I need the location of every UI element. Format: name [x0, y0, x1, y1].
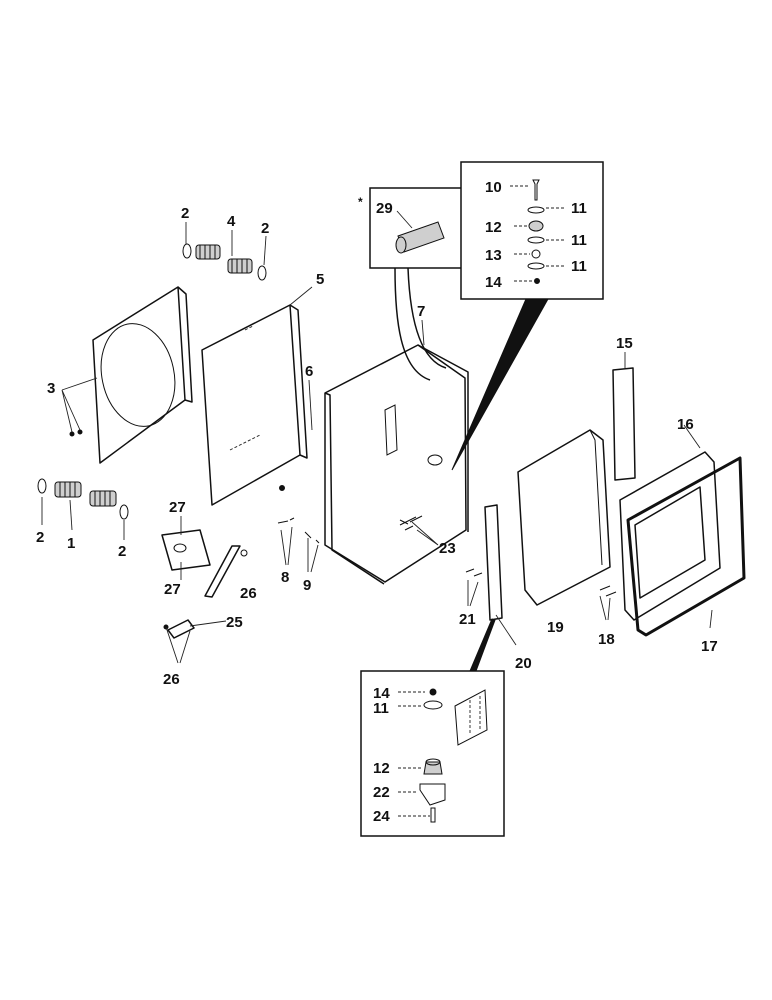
callout-6: 6 [305, 363, 313, 380]
callout-7: 7 [417, 303, 425, 320]
callout-26a: 26 [240, 585, 257, 602]
leader-6 [308, 379, 313, 431]
callout-2b: 2 [261, 220, 269, 237]
callout-11c: 11 [571, 258, 587, 275]
callout-27b: 27 [164, 581, 181, 598]
callout-5: 5 [316, 271, 324, 288]
callout-17: 17 [701, 638, 718, 655]
callout-2d: 2 [118, 543, 126, 560]
bottom-inset-labels: 14 11 12 22 24 [373, 685, 390, 825]
callout-23: 23 [439, 540, 456, 557]
callout-20: 20 [515, 655, 532, 672]
callout-15: 15 [616, 335, 633, 352]
bottom-inset [360, 618, 505, 837]
callout-14b: 14 [373, 685, 390, 702]
callout-29: 29 [376, 200, 393, 217]
callout-24: 24 [373, 808, 390, 825]
callout-26b: 26 [163, 671, 180, 688]
callout-27a: 27 [169, 499, 186, 516]
callout-8: 8 [281, 569, 289, 586]
callout-13: 13 [485, 247, 502, 264]
callout-18: 18 [598, 631, 615, 648]
callout-25: 25 [226, 614, 243, 631]
callout-11d: 11 [373, 700, 389, 717]
lower-hose-group [37, 478, 129, 540]
callout-10: 10 [485, 179, 502, 196]
callout-2a: 2 [181, 205, 189, 222]
callout-3: 3 [47, 380, 55, 397]
callout-2c: 2 [36, 529, 44, 546]
callout-12a: 12 [485, 219, 502, 236]
callout-16: 16 [677, 416, 694, 433]
bolts-8-9 [277, 517, 320, 573]
top-inset-labels: * 29 10 11 12 11 13 11 14 [358, 179, 587, 291]
fan-shroud [61, 286, 193, 464]
radiator [201, 286, 313, 506]
callout-22: 22 [373, 784, 390, 801]
callout-12b: 12 [373, 760, 390, 777]
callout-4: 4 [227, 213, 236, 230]
brackets-and-links [161, 516, 248, 664]
callout-11a: 11 [571, 200, 587, 217]
top-inset [369, 161, 604, 471]
callout-1: 1 [67, 535, 75, 552]
bolts-23 [399, 516, 439, 546]
callout-19: 19 [547, 619, 564, 636]
callout-11b: 11 [571, 232, 587, 249]
inset-star: * [358, 195, 363, 209]
upper-hose-group [182, 222, 267, 281]
callout-9: 9 [303, 577, 311, 594]
callout-21: 21 [459, 611, 476, 628]
callout-14a: 14 [485, 274, 502, 291]
callout-labels: 2 4 2 5 3 6 7 2 1 2 27 27 26 25 26 8 9 2… [36, 205, 718, 688]
radiator-frame [324, 319, 469, 585]
side-panels [465, 352, 746, 646]
